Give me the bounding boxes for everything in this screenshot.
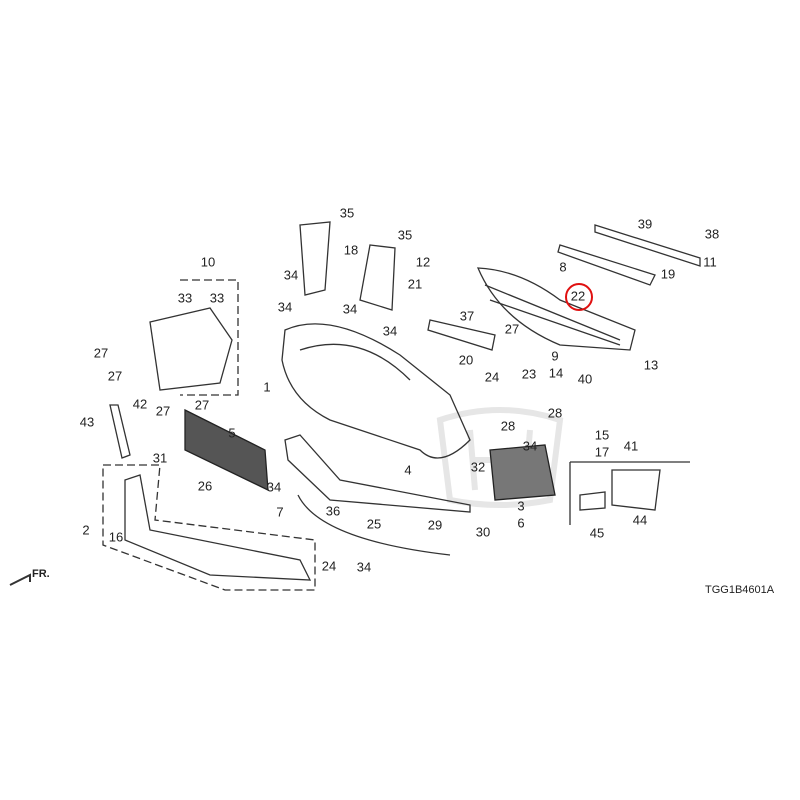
callout[interactable]: 40 — [577, 371, 593, 387]
license-bracket — [149, 307, 233, 391]
fog-garnish-3 — [489, 444, 556, 501]
callout[interactable]: 14 — [548, 365, 564, 381]
diagram-code: TGG1B4601A — [705, 584, 775, 596]
callout[interactable]: 33 — [177, 290, 193, 306]
grille-bar — [484, 284, 621, 341]
callout[interactable]: 41 — [623, 438, 639, 454]
callout[interactable]: 9 — [551, 348, 559, 364]
callout[interactable]: 44 — [632, 512, 648, 528]
callout[interactable]: 27 — [504, 321, 520, 337]
callout[interactable]: 29 — [427, 517, 443, 533]
callout[interactable]: 27 — [155, 403, 171, 419]
callout[interactable]: 34 — [522, 438, 538, 454]
callout[interactable]: 11 — [703, 254, 717, 270]
grille-bar — [489, 299, 621, 346]
front-indicator: FR. — [32, 568, 50, 580]
callout[interactable]: 18 — [343, 242, 359, 258]
bumper-contour — [299, 343, 411, 381]
callout[interactable]: 33 — [209, 290, 225, 306]
callout[interactable]: 15 — [594, 427, 610, 443]
callout[interactable]: 16 — [108, 529, 124, 545]
variant-box — [569, 461, 690, 525]
callout[interactable]: 37 — [459, 308, 475, 324]
callout[interactable]: 19 — [660, 266, 676, 282]
callout[interactable]: 7 — [276, 504, 284, 520]
callout[interactable]: 1 — [263, 379, 271, 395]
callout[interactable]: 39 — [637, 216, 653, 232]
callout[interactable]: 20 — [458, 352, 474, 368]
callout-highlighted[interactable]: 22 — [570, 288, 586, 304]
callout[interactable]: 26 — [197, 478, 213, 494]
callout[interactable]: 32 — [470, 459, 486, 475]
callout[interactable]: 28 — [547, 405, 563, 421]
lower-grille-5 — [184, 408, 269, 492]
callout[interactable]: 38 — [704, 226, 720, 242]
callout[interactable]: 23 — [521, 366, 537, 382]
callout[interactable]: 21 — [407, 276, 423, 292]
cover-45 — [579, 491, 606, 511]
callout[interactable]: 34 — [277, 299, 293, 315]
callout[interactable]: 3 — [517, 498, 525, 514]
callout[interactable]: 13 — [643, 357, 659, 373]
front-arrow-icon — [9, 573, 31, 586]
callout[interactable]: 34 — [356, 559, 372, 575]
lip-16 — [124, 474, 312, 581]
fog-cover-44 — [611, 469, 661, 511]
callout[interactable]: 34 — [342, 301, 358, 317]
callout[interactable]: 36 — [325, 503, 341, 519]
callout[interactable]: 43 — [79, 414, 95, 430]
callout[interactable]: 27 — [194, 397, 210, 413]
callout[interactable]: 35 — [339, 205, 355, 221]
callout[interactable]: 27 — [93, 345, 109, 361]
callout[interactable]: 34 — [382, 323, 398, 339]
callout[interactable]: 30 — [475, 524, 491, 540]
callout[interactable]: 8 — [559, 259, 567, 275]
callout[interactable]: 42 — [132, 396, 148, 412]
bracket-20 — [427, 319, 496, 351]
callout[interactable]: 12 — [415, 254, 431, 270]
bracket-21 — [359, 244, 396, 311]
beam-11 — [594, 224, 701, 267]
callout[interactable]: 2 — [82, 522, 90, 538]
callout[interactable]: 4 — [404, 462, 412, 478]
callout[interactable]: 24 — [484, 369, 500, 385]
bumper-face — [281, 323, 471, 459]
callout[interactable]: 24 — [321, 558, 337, 574]
grille-8 — [476, 267, 636, 351]
callout[interactable]: 25 — [366, 516, 382, 532]
callout[interactable]: 6 — [517, 515, 525, 531]
callout[interactable]: 5 — [228, 425, 236, 441]
group-box-2 — [102, 464, 316, 591]
molding-7 — [297, 494, 451, 556]
callout[interactable]: 27 — [107, 368, 123, 384]
callout[interactable]: 31 — [152, 450, 168, 466]
bracket-19 — [557, 244, 656, 286]
garnish-43 — [109, 404, 131, 459]
bracket-18 — [299, 221, 331, 296]
callout[interactable]: 17 — [594, 444, 610, 460]
callout[interactable]: 34 — [283, 267, 299, 283]
callout[interactable]: 35 — [397, 227, 413, 243]
callout[interactable]: 28 — [500, 418, 516, 434]
spoiler-4 — [284, 434, 471, 513]
callout[interactable]: 34 — [266, 479, 282, 495]
highlight-circle — [565, 283, 593, 311]
group-box-10 — [180, 279, 239, 396]
callout[interactable]: 45 — [589, 525, 605, 541]
callout[interactable]: 10 — [200, 254, 216, 270]
